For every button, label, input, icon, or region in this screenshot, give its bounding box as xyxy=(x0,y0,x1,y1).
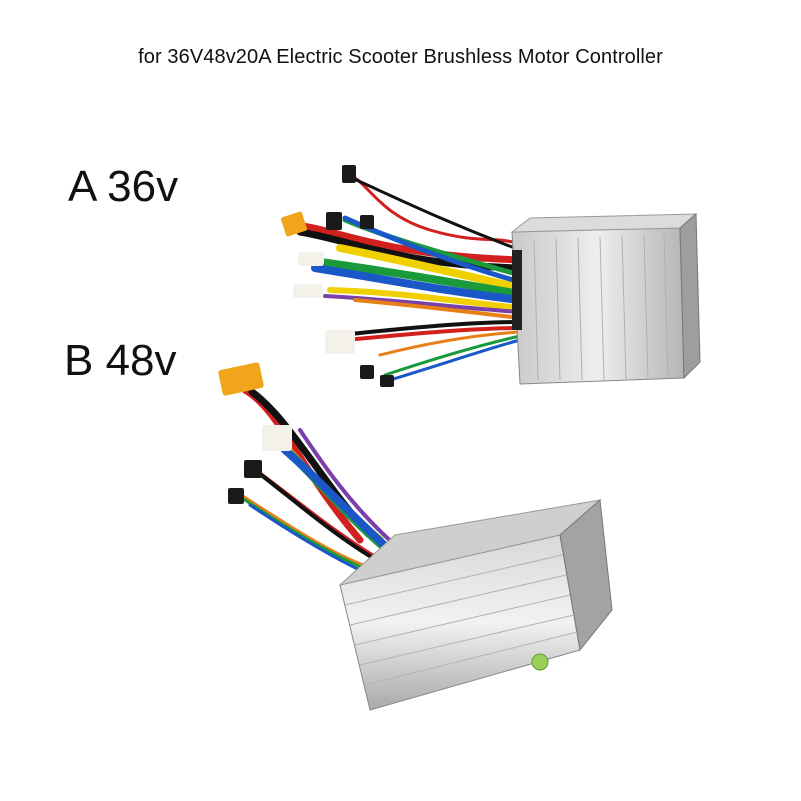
controller-b xyxy=(218,362,613,711)
variant-a-label: A 36v xyxy=(68,162,179,211)
product-title: for 36V48v20A Electric Scooter Brushless… xyxy=(138,46,663,68)
variant-b-label: B 48v xyxy=(64,336,177,385)
controller-a xyxy=(280,165,701,387)
